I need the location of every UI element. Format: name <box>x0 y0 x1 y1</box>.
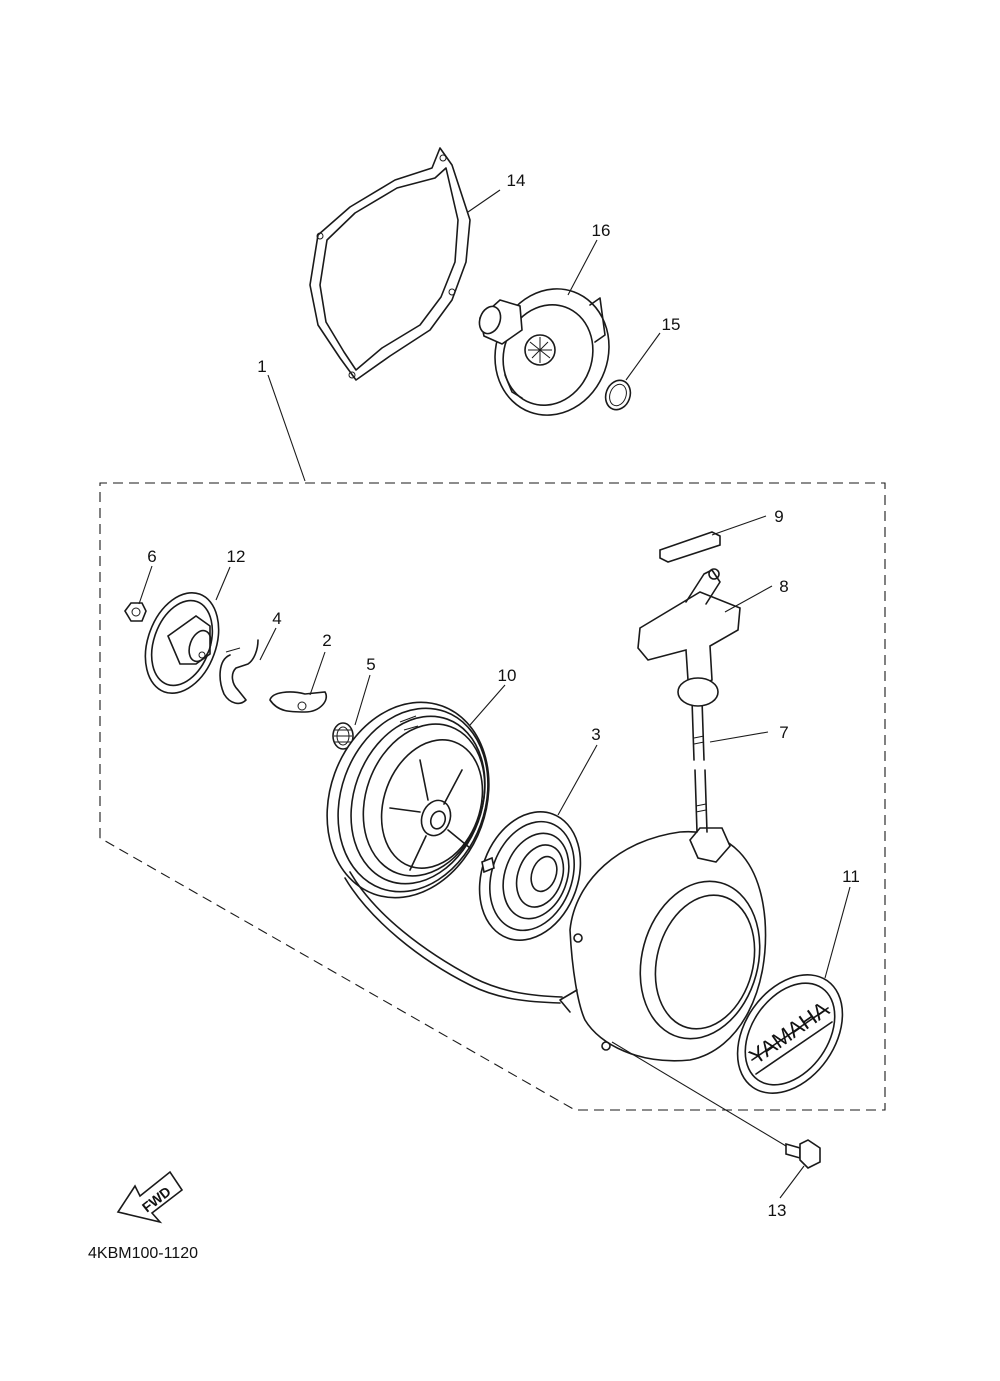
part-14-gasket <box>309 147 471 381</box>
callout-12: 12 <box>227 547 246 566</box>
part-7-rope <box>691 699 708 833</box>
callout-11: 11 <box>842 867 860 886</box>
callout-15: 15 <box>662 315 681 334</box>
part-11-emblem: YAMAHA <box>736 974 844 1094</box>
callout-labels: 1 2 3 4 5 6 7 8 9 10 11 12 13 14 15 16 <box>147 171 860 1220</box>
part-5-spring <box>332 722 354 750</box>
drawing-code: 4KBM100-1120 <box>88 1245 198 1262</box>
part-15-o-ring <box>604 379 632 411</box>
part-6-nut <box>124 602 147 622</box>
part-11-starter-case <box>559 827 767 1062</box>
callout-7: 7 <box>779 723 788 742</box>
part-16-drive-pulley <box>478 288 610 416</box>
part-2-pawl <box>269 691 327 713</box>
callout-9: 9 <box>774 507 783 526</box>
callout-13: 13 <box>768 1201 787 1220</box>
callout-6: 6 <box>147 547 156 566</box>
starter-rope <box>344 871 563 1004</box>
fwd-arrow: FWD <box>116 1170 184 1224</box>
assembly-boundary <box>99 482 886 1111</box>
part-4-clip <box>219 639 259 705</box>
callout-8: 8 <box>779 577 788 596</box>
leader-lines <box>138 189 851 1199</box>
part-13-bolt <box>785 1139 821 1169</box>
callout-2: 2 <box>322 631 331 650</box>
callout-14: 14 <box>507 171 526 190</box>
callout-10: 10 <box>498 666 517 685</box>
callout-16: 16 <box>592 221 611 240</box>
part-9-handle-cap <box>659 531 721 563</box>
callout-1: 1 <box>257 357 266 376</box>
part-8-handle <box>637 568 741 707</box>
part-3-recoil-spring <box>478 811 582 941</box>
part-12-friction-plate <box>144 591 220 695</box>
part-10-sheave-drum <box>326 701 490 899</box>
callout-3: 3 <box>591 725 600 744</box>
callout-5: 5 <box>366 655 375 674</box>
callout-4: 4 <box>272 609 281 628</box>
